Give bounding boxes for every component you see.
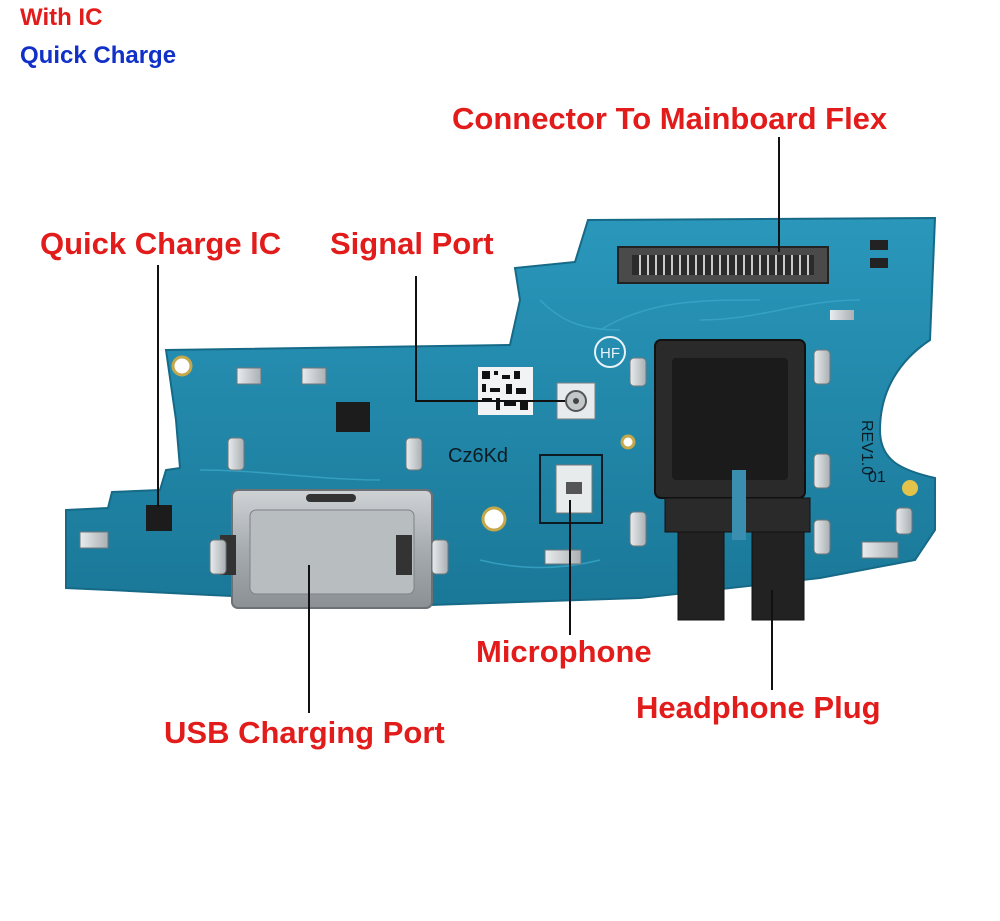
signal-port-label: Signal Port: [330, 226, 494, 261]
marker-silkscreen: 01: [868, 469, 886, 486]
quick-charge-ic-leader: [157, 265, 159, 507]
with-ic-badge: With IC: [20, 4, 103, 31]
headphone-jack: [654, 339, 811, 621]
connector-leader: [778, 137, 780, 252]
mainboard-connector: [617, 246, 829, 284]
qr-code: [478, 367, 533, 415]
headphone-plug-label: Headphone Plug: [636, 690, 881, 725]
signal-port-leader: [415, 276, 417, 402]
board-code-silkscreen: Cz6Kd: [448, 445, 508, 467]
microphone-label: Microphone: [476, 634, 652, 669]
microphone-leader: [569, 500, 571, 635]
quick-charge-badge: Quick Charge: [20, 42, 177, 69]
headphone-plug-leader: [771, 590, 773, 690]
usb-c-port: [220, 489, 433, 609]
usb-charging-port-label: USB Charging Port: [164, 715, 445, 750]
connector-label: Connector To Mainboard Flex: [452, 101, 888, 136]
hf-silkscreen: HF: [600, 345, 620, 362]
signal-port-leader-h: [415, 400, 565, 402]
usb-port-leader: [308, 565, 310, 713]
revision-silkscreen: REV1.0: [858, 420, 875, 475]
quick-charge-ic-label: Quick Charge lC: [40, 226, 282, 261]
